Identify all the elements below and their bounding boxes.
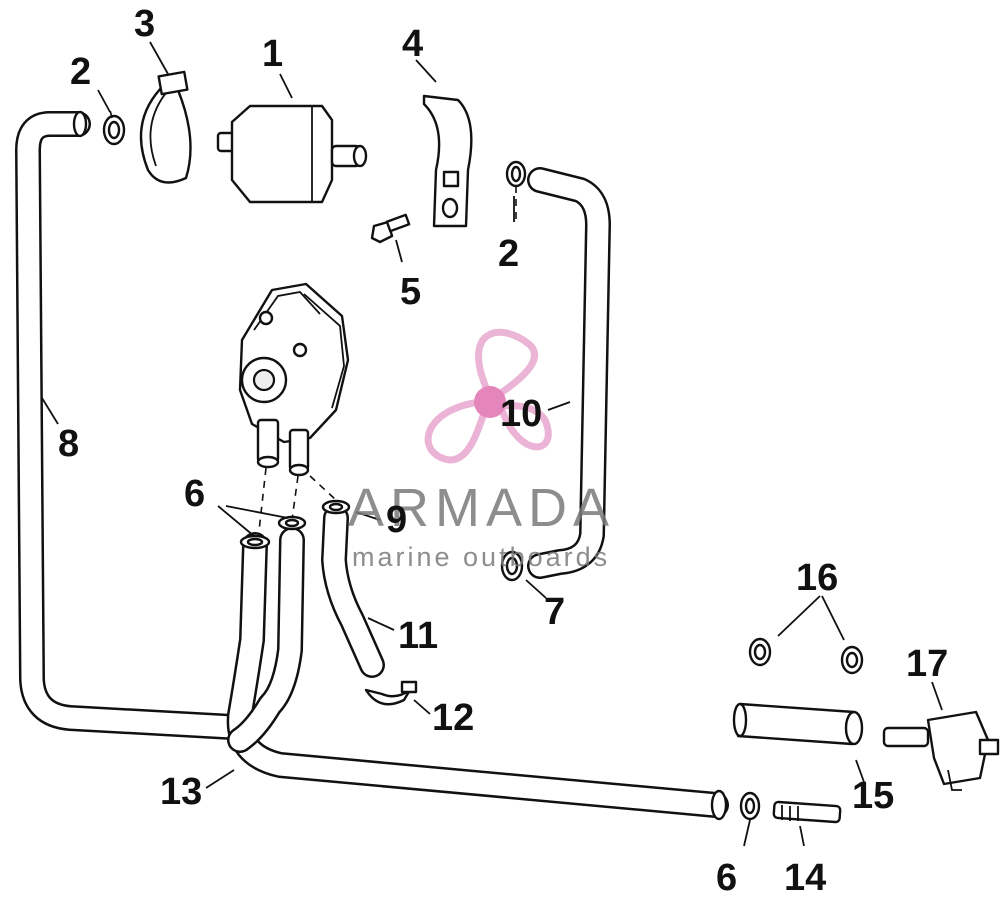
- callout-3: 3: [134, 3, 155, 45]
- fitting-14: [772, 800, 842, 824]
- watermark-title: ARMADA: [348, 478, 615, 538]
- callout-6-top: 6: [184, 473, 205, 515]
- hose-15: [732, 702, 864, 746]
- bracket-4: [422, 94, 473, 228]
- clamp-16-left: [748, 637, 772, 667]
- hose-11: [321, 505, 385, 678]
- callout-12: 12: [432, 697, 474, 739]
- hose-13: [226, 527, 729, 821]
- propeller-logo-icon: [424, 328, 552, 464]
- clamp-6-a: [239, 534, 271, 550]
- callout-15: 15: [852, 775, 894, 817]
- callout-7: 7: [544, 591, 565, 633]
- tie-strap-3: [139, 70, 192, 184]
- connector-17: [882, 710, 1000, 791]
- callout-6-bottom: 6: [716, 857, 737, 899]
- callout-9: 9: [386, 499, 407, 541]
- callout-13: 13: [160, 771, 202, 813]
- callout-10: 10: [500, 393, 542, 435]
- hose-10: [527, 167, 611, 579]
- bolt-5: [370, 213, 411, 244]
- watermark-subtitle: marine outboards: [352, 542, 610, 572]
- callout-16: 16: [796, 557, 838, 599]
- clamp-2-left: [102, 114, 126, 146]
- callout-17: 17: [906, 643, 948, 685]
- clamp-7: [500, 550, 524, 582]
- watermark: ARMADA marine outboards: [348, 478, 615, 572]
- fuel-pump: [238, 282, 350, 477]
- callout-4: 4: [402, 23, 423, 65]
- fuel-filter-1: [216, 104, 368, 204]
- callout-11: 11: [398, 615, 438, 657]
- hose-8: [15, 110, 263, 741]
- clamp-9: [321, 499, 351, 515]
- clamp-6-c: [739, 791, 761, 821]
- callout-5: 5: [400, 271, 421, 313]
- callout-1: 1: [262, 33, 283, 75]
- leader-lines: [41, 41, 943, 847]
- callout-8: 8: [58, 423, 79, 465]
- clamp-6-b: [277, 515, 307, 531]
- callout-2-right: 2: [498, 233, 519, 275]
- callout-2-left: 2: [70, 51, 91, 93]
- clamp-16-right: [840, 645, 864, 675]
- callout-14: 14: [784, 857, 826, 899]
- clamp-2-right: [505, 160, 527, 188]
- clamp-12: [364, 680, 418, 706]
- callouts: 1 2 2 3 4 5 6 6 7 8 9 10 11 12 13 14 15 …: [58, 3, 948, 899]
